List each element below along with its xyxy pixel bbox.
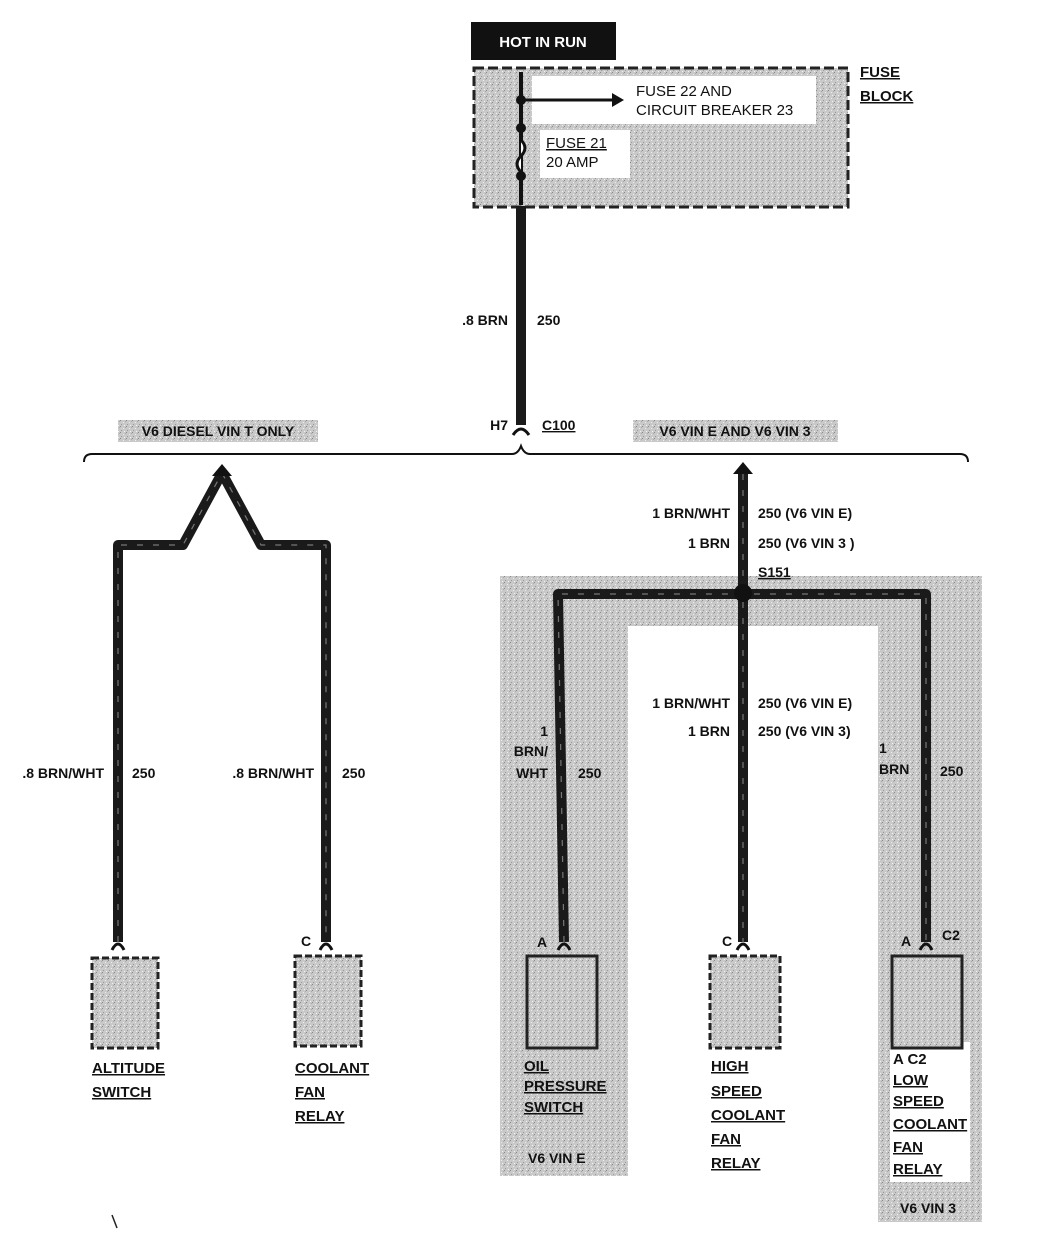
high-speed-coolant-fan-relay: C HIGH SPEED COOLANT FAN RELAY bbox=[708, 933, 785, 1172]
group-bracket: V6 DIESEL VIN T ONLY V6 VIN E AND V6 VIN… bbox=[83, 420, 969, 463]
diesel-left-wire-circuit: 250 bbox=[132, 765, 156, 781]
coolant-fan-relay-pin: C bbox=[301, 933, 311, 949]
low-speed-relay-pin-a: A bbox=[901, 933, 911, 949]
low-speed-relay-note: V6 VIN 3 bbox=[900, 1200, 956, 1216]
middle-wire-row2-circuit: 250 (V6 VIN 3) bbox=[758, 723, 851, 739]
low-speed-relay-line1: LOW bbox=[893, 1072, 929, 1089]
coolant-fan-relay: C COOLANT FAN RELAY bbox=[293, 933, 369, 1125]
group-diesel-label: V6 DIESEL VIN T ONLY bbox=[142, 423, 295, 439]
altitude-switch: ALTITUDE SWITCH bbox=[90, 956, 165, 1101]
oil-wire-color-2: WHT bbox=[516, 765, 548, 781]
high-speed-relay-line2: SPEED bbox=[711, 1083, 762, 1100]
connector-terminal: H7 bbox=[490, 417, 508, 433]
low-speed-relay-line3: COOLANT bbox=[893, 1116, 967, 1133]
high-speed-relay-line1: HIGH bbox=[711, 1058, 749, 1075]
coolant-fan-relay-line3: RELAY bbox=[295, 1108, 344, 1125]
main-feed-wire: .8 BRN 250 bbox=[462, 206, 561, 425]
diesel-right-wire-circuit: 250 bbox=[342, 765, 366, 781]
fuse-block-name-1: FUSE bbox=[860, 64, 900, 81]
fuse-block-name-2: BLOCK bbox=[860, 88, 913, 105]
splice-s151-dot bbox=[734, 584, 752, 602]
oil-pressure-switch-note: V6 VIN E bbox=[528, 1150, 586, 1166]
splice-s151-label: S151 bbox=[758, 564, 791, 580]
oil-pressure-switch: A OIL PRESSURE SWITCH V6 VIN E bbox=[524, 934, 607, 1166]
low-speed-relay-pins: A C2 bbox=[893, 1051, 927, 1068]
fuse-feed-line1: FUSE 22 AND bbox=[636, 83, 732, 100]
middle-wire-row1-color: 1 BRN/WHT bbox=[652, 695, 730, 711]
low-speed-relay-pin-c2: C2 bbox=[942, 927, 960, 943]
oil-wire-color-1: BRN/ bbox=[514, 743, 548, 759]
diesel-left-wire-color: .8 BRN/WHT bbox=[22, 765, 104, 781]
altitude-switch-line2: SWITCH bbox=[92, 1084, 151, 1101]
oil-pressure-switch-line2: PRESSURE bbox=[524, 1078, 607, 1095]
right-wire-color: BRN bbox=[879, 761, 909, 777]
oil-pressure-switch-line3: SWITCH bbox=[524, 1099, 583, 1116]
oil-pressure-switch-pin: A bbox=[537, 934, 547, 950]
right-wire-circuit: 250 bbox=[940, 763, 964, 779]
coolant-fan-relay-line2: FAN bbox=[295, 1084, 325, 1101]
fuse-21-rating: 20 AMP bbox=[546, 154, 599, 171]
main-feed-circuit: 250 bbox=[537, 312, 561, 328]
low-speed-relay-line4: FAN bbox=[893, 1139, 923, 1156]
low-speed-relay-line2: SPEED bbox=[893, 1093, 944, 1110]
hot-in-run-label: HOT IN RUN bbox=[471, 22, 616, 60]
connector-name: C100 bbox=[542, 417, 576, 433]
coolant-fan-relay-line1: COOLANT bbox=[295, 1060, 369, 1077]
high-speed-relay-line5: RELAY bbox=[711, 1155, 760, 1172]
diesel-right-wire-color: .8 BRN/WHT bbox=[232, 765, 314, 781]
oil-wire-circuit: 250 bbox=[578, 765, 602, 781]
hot-in-run-text: HOT IN RUN bbox=[499, 34, 587, 51]
gas-branch-wire: 1 BRN/WHT 250 (V6 VIN E) 1 BRN 250 (V6 V… bbox=[514, 462, 964, 951]
high-speed-relay-line3: COOLANT bbox=[711, 1107, 785, 1124]
low-speed-coolant-fan-relay: A C2 A C2 LOW SPEED COOLANT FAN RELAY V6… bbox=[890, 927, 967, 1216]
scan-mark bbox=[111, 1214, 118, 1229]
altitude-switch-line1: ALTITUDE bbox=[92, 1060, 165, 1077]
main-feed-color: .8 BRN bbox=[462, 312, 508, 328]
diesel-branch-wire: .8 BRN/WHT 250 .8 BRN/WHT 250 bbox=[22, 464, 366, 951]
connector-c100: H7 C100 bbox=[490, 417, 576, 436]
upper-wire-row1-circuit: 250 (V6 VIN E) bbox=[758, 505, 852, 521]
oil-wire-size: 1 bbox=[540, 723, 548, 739]
upper-wire-row2-color: 1 BRN bbox=[688, 535, 730, 551]
oil-pressure-switch-line1: OIL bbox=[524, 1058, 549, 1075]
high-speed-relay-line4: FAN bbox=[711, 1131, 741, 1148]
upper-wire-row2-circuit: 250 (V6 VIN 3 ) bbox=[758, 535, 855, 551]
upper-wire-row1-color: 1 BRN/WHT bbox=[652, 505, 730, 521]
fuse-block: FUSE 22 AND CIRCUIT BREAKER 23 FUSE 21 2… bbox=[472, 64, 913, 209]
high-speed-relay-pin: C bbox=[722, 933, 732, 949]
fuse-feed-line2: CIRCUIT BREAKER 23 bbox=[636, 102, 793, 119]
low-speed-relay-line5: RELAY bbox=[893, 1161, 942, 1178]
middle-wire-row2-color: 1 BRN bbox=[688, 723, 730, 739]
right-wire-size: 1 bbox=[879, 740, 887, 756]
group-gas-label: V6 VIN E AND V6 VIN 3 bbox=[659, 423, 810, 439]
middle-wire-row1-circuit: 250 (V6 VIN E) bbox=[758, 695, 852, 711]
fuse-21-label: FUSE 21 bbox=[546, 135, 607, 152]
